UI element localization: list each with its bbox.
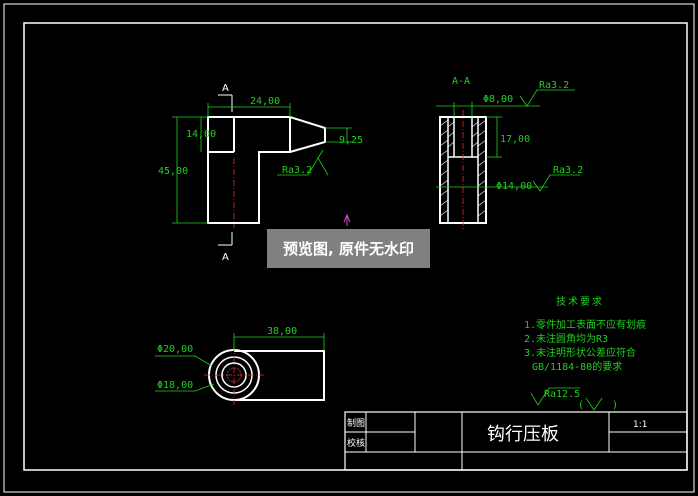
dim-text-dia-14: Φ14,00 [496, 181, 532, 192]
part-name: 钩行压板 [487, 424, 559, 445]
preview-watermark: 预览图, 原件无水印 [267, 229, 430, 268]
tech-req-item-1: 1.零件加工表面不应有划痕 [524, 318, 646, 331]
ucs-marker [343, 213, 351, 226]
tech-req-item-3: 3.未注明形状公差应符合 [524, 346, 636, 359]
section-marker-bottom-label: A [222, 252, 229, 263]
section-title: A-A [452, 76, 470, 87]
dim-text-dia-20: Φ20,00 [157, 344, 193, 355]
scale-value: 1:1 [633, 420, 647, 430]
dim-text-14: 14,00 [186, 129, 216, 140]
section-hatching [439, 119, 487, 217]
roughness-text-hole-bottom: Ra3.2 [553, 165, 583, 176]
tech-req-item-2: 2.未注圆角均为R3 [524, 332, 608, 345]
dim-text-dia-18: Φ18,00 [157, 380, 193, 391]
roughness-symbol-other [585, 397, 603, 411]
front-view: A A 24,00 14,00 45,00 9,25 Ra3.2 [158, 83, 363, 263]
checked-by-label: 校核 [347, 437, 365, 449]
dim-text-9-25: 9,25 [339, 135, 363, 146]
roughness-text-front: Ra3.2 [282, 165, 312, 176]
roughness-text-general: Ra12.5 [544, 389, 580, 400]
dim-text-dia-8: Φ8,00 [483, 94, 513, 105]
title-block: 制图 校核 钩行压板 1:1 [344, 411, 688, 471]
leader-dia-18 [155, 383, 215, 392]
dim-text-38: 38,00 [267, 326, 297, 337]
roughness-symbol-hole-top [519, 89, 575, 107]
dim-text-17: 17,00 [500, 134, 530, 145]
outer-frame [3, 3, 695, 493]
section-view-a-a: A-A Φ8,00 17,00 Φ14,00 Ra3.2 Ra3.2 [436, 76, 583, 230]
top-view-outline [234, 350, 325, 401]
svg-text:(: ( [578, 400, 584, 411]
tech-req-item-4: GB/1184-80的要求 [532, 360, 622, 373]
technical-requirements: 技术要求 1.零件加工表面不应有划痕 2.未注圆角均为R3 3.未注明形状公差应… [524, 295, 646, 411]
roughness-symbol-general [530, 387, 580, 406]
roughness-symbol-front [277, 157, 329, 176]
top-view: 38,00 Φ20,00 Φ18,00 [155, 326, 325, 405]
dim-text-24: 24,00 [250, 96, 280, 107]
drawn-by-label: 制图 [347, 417, 365, 429]
tech-req-title: 技术要求 [556, 295, 604, 308]
dim-text-45: 45,00 [158, 166, 188, 177]
svg-text:): ) [612, 400, 618, 411]
roughness-symbol-hole-bottom [532, 174, 580, 192]
section-marker-top-label: A [222, 83, 229, 94]
leader-dia-20 [155, 355, 213, 367]
roughness-text-hole-top: Ra3.2 [539, 80, 569, 91]
